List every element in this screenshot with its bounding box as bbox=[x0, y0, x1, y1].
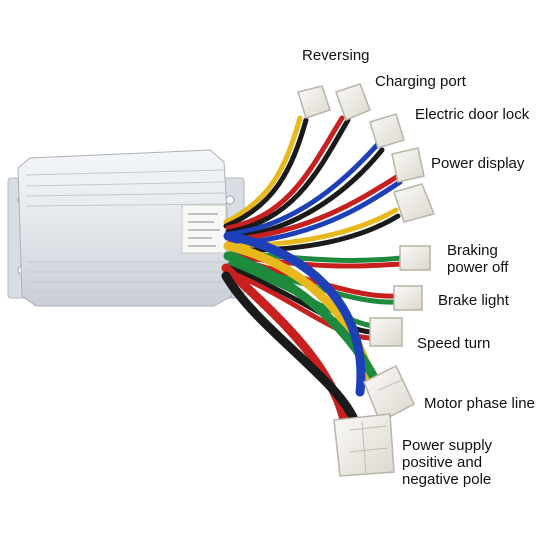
label-electric-door-lock: Electric door lock bbox=[415, 106, 530, 123]
connector-charging-port bbox=[335, 83, 371, 121]
connector-door-lock bbox=[369, 113, 405, 149]
wire-harness bbox=[221, 115, 405, 429]
label-braking-line-2: power off bbox=[447, 259, 509, 276]
label-brake-light: Brake light bbox=[438, 292, 509, 309]
connector-fifth bbox=[393, 183, 436, 223]
label-power-display: Power display bbox=[431, 155, 525, 172]
label-power-supply-line-3: negative pole bbox=[402, 471, 492, 488]
label-charging-port: Charging port bbox=[375, 73, 466, 90]
connector-braking-power-off bbox=[399, 245, 431, 271]
connector-power-display bbox=[391, 147, 425, 183]
connector-brake-light bbox=[393, 285, 423, 311]
connector-reversing bbox=[297, 85, 331, 119]
label-power-supply: Power supply positive and negative pole bbox=[402, 437, 492, 488]
label-motor-phase-line: Motor phase line bbox=[424, 395, 535, 412]
label-reversing: Reversing bbox=[302, 47, 370, 64]
label-speed-turn: Speed turn bbox=[417, 335, 491, 352]
connector-speed-turn bbox=[369, 317, 403, 347]
controller-housing bbox=[7, 149, 245, 307]
label-power-supply-line-1: Power supply bbox=[402, 437, 493, 454]
label-braking-line-1: Braking bbox=[447, 242, 498, 259]
spec-sticker bbox=[181, 204, 227, 254]
housing-fins bbox=[25, 169, 229, 293]
label-braking-power-off: Braking power off bbox=[447, 242, 508, 276]
label-power-supply-line-2: positive and bbox=[402, 454, 483, 471]
